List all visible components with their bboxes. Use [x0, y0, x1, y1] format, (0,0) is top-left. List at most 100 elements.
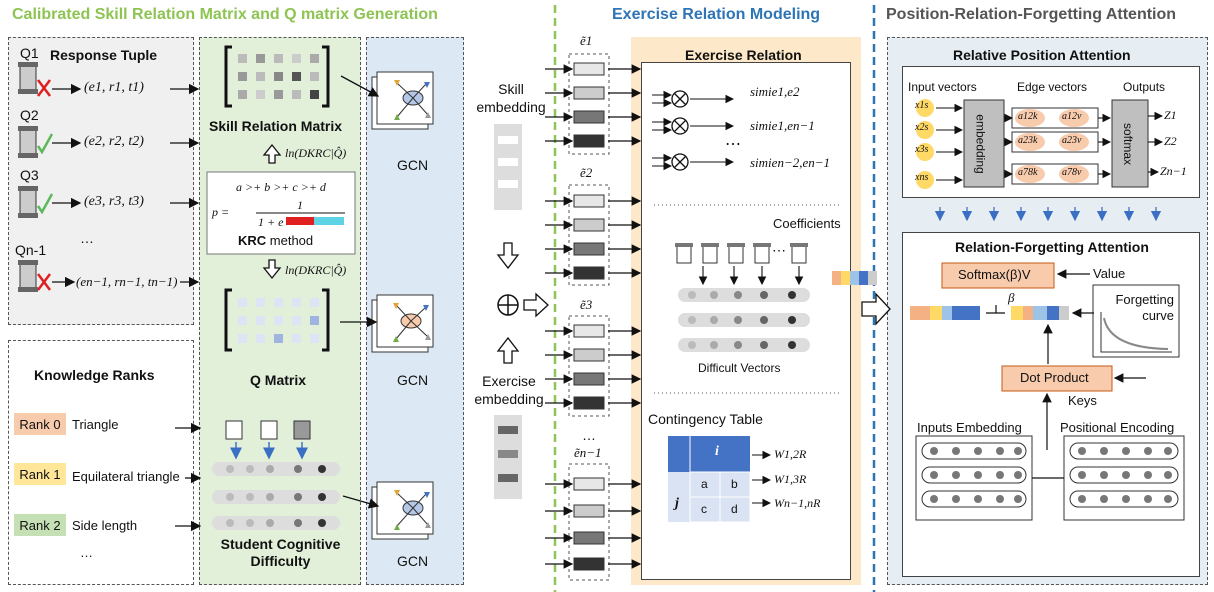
simi-dots: ⋯	[725, 136, 741, 153]
input-vectors-label: Input vectors	[908, 80, 977, 94]
right-arrow-icon	[523, 292, 549, 318]
positional-encoding-label: Positional Encoding	[1060, 420, 1175, 435]
simi-label: simien−2,en−1	[750, 155, 831, 170]
simi-label: simie1,en−1	[750, 118, 815, 133]
title-right: Position-Relation-Forgetting Attention	[886, 6, 1177, 23]
etilde-label: ẽ3	[580, 297, 593, 312]
q-label: Q3	[20, 167, 39, 183]
edge-a: a12k	[1018, 111, 1038, 122]
etilde-label: ẽ2	[580, 165, 593, 180]
coefficients-label: Coefficients	[773, 216, 841, 231]
ct-i: i	[715, 444, 719, 459]
z-output: Z2	[1164, 134, 1177, 148]
rfa-title: Relation-Forgetting Attention	[955, 239, 1149, 255]
q-label: Q2	[20, 107, 39, 123]
rank-label: Triangle	[72, 417, 119, 432]
gcn-label: GCN	[397, 157, 429, 173]
coef-dots: ⋯	[772, 242, 786, 258]
skill-embedding-stack	[494, 124, 522, 210]
down-arrow-icon	[262, 259, 282, 280]
krc-method-bold: KRC	[238, 233, 267, 248]
ct-j: j	[675, 496, 679, 511]
ellipsis: …	[80, 230, 94, 246]
gcn-graph-icon	[371, 71, 434, 540]
simi-label: simie1,e2	[750, 84, 800, 99]
tuple-text: (e1, r1, t1)	[84, 80, 144, 95]
knowledge-title: Knowledge Ranks	[34, 367, 155, 383]
skill-matrix-label: Skill Relation Matrix	[209, 118, 343, 134]
softmax-block	[1111, 99, 1149, 188]
ct-cell: a	[701, 477, 708, 491]
skill-embedding-label: Skill embedding	[476, 81, 546, 115]
scroll-icon	[18, 62, 38, 292]
ellipsis: …	[80, 545, 93, 560]
outputs-label: Outputs	[1123, 80, 1166, 94]
q-matrix-label: Q Matrix	[250, 372, 307, 388]
etilde-label: ẽ1	[580, 33, 593, 48]
ct-cell: b	[731, 477, 738, 491]
contingency-title: Contingency Table	[648, 411, 763, 427]
krc-method-rest: method	[266, 233, 314, 248]
etilde-groups	[568, 53, 610, 581]
krc-method: KRC method	[238, 233, 313, 248]
rank-badge: Rank 1	[14, 463, 66, 485]
output-bar	[832, 271, 877, 285]
embedding-block	[963, 99, 1005, 188]
rank-label: Equilateral triangle	[72, 469, 180, 484]
embedding-label: embedding	[973, 114, 988, 174]
input-x: xns	[915, 172, 929, 183]
tuple-text: (en−1, rn−1, tn−1)	[76, 274, 178, 289]
forgetting-label: Forgetting curve	[1115, 292, 1174, 323]
ct-cell: d	[731, 502, 738, 516]
ln-top: ln(DKRC|Q̂)	[285, 146, 347, 160]
krc-order: a >+ b >+ c >+ d	[236, 180, 326, 194]
tuple-text: (e3, r3, t3)	[84, 194, 144, 209]
inputs-embedding-label: Inputs Embedding	[917, 420, 1022, 435]
title-left: Calibrated Skill Relation Matrix and Q m…	[12, 6, 438, 23]
q-label: Q1	[20, 45, 39, 61]
softmax-label: softmax	[1121, 122, 1136, 166]
w-label: W1,3R	[774, 472, 807, 486]
oplus-icon	[497, 294, 519, 316]
w-label: W1,2R	[774, 447, 807, 461]
etilde-dots: …	[582, 427, 596, 443]
ct-cell: c	[701, 502, 707, 516]
rpa-inputs	[916, 99, 934, 189]
z-output: Z1	[1164, 108, 1177, 122]
cross-icon	[37, 79, 51, 291]
exercise-embedding-label: Exercise embedding	[474, 373, 544, 407]
q-label: Qn-1	[15, 242, 47, 258]
rank-badge: Rank 2	[14, 514, 66, 536]
edge-a: a23v	[1062, 135, 1082, 146]
contingency-table	[668, 436, 751, 523]
response-title: Response Tuple	[50, 47, 158, 63]
student-difficulty-grid	[212, 420, 340, 530]
input-x: x3s	[915, 144, 929, 155]
up-arrow-icon	[496, 336, 520, 364]
skill-relation-matrix	[224, 45, 330, 108]
up-arrow-icon	[262, 143, 282, 164]
krc-formula-den: 1 + e	[258, 215, 284, 229]
exercise-relation-title: Exercise Relation	[685, 47, 802, 63]
coefficient-scrolls	[675, 243, 808, 264]
z-output: Zn−1	[1160, 164, 1187, 178]
embedding-grids	[915, 435, 1185, 521]
right-arrow-icon	[861, 292, 891, 326]
edge-vectors-label: Edge vectors	[1017, 80, 1088, 94]
q-matrix	[224, 288, 330, 352]
student-difficulty-label: Student Cognitive Difficulty	[220, 536, 341, 569]
gcn-label: GCN	[397, 372, 429, 388]
input-x: x1s	[915, 100, 929, 111]
otimes-icon	[671, 90, 689, 171]
softmax-v-label: Softmax(β)V	[958, 267, 1031, 282]
rpa-title: Relative Position Attention	[953, 47, 1131, 63]
dot-product-label: Dot Product	[1020, 370, 1089, 385]
knowledge-ranks-panel	[8, 340, 194, 585]
down-arrow-icon	[496, 242, 520, 270]
dot-product-box	[1001, 365, 1113, 392]
etilde-label: ẽn−1	[574, 445, 602, 460]
tuple-text: (e2, r2, t2)	[84, 134, 144, 149]
edge-vector-rows	[1011, 107, 1099, 185]
krc-formula-lhs: p =	[212, 205, 230, 219]
